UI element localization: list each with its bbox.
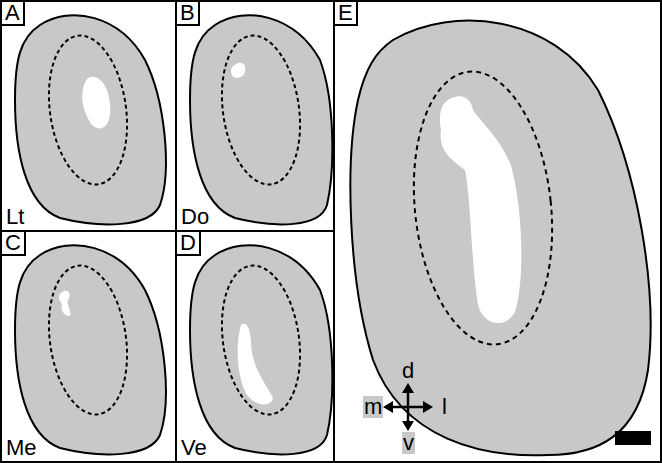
orientation-compass xyxy=(383,383,433,431)
axis-label: l xyxy=(441,396,448,418)
panel-letter: D xyxy=(177,232,201,256)
section-me xyxy=(15,245,166,454)
section-label: Me xyxy=(6,436,37,460)
section-label: Ve xyxy=(181,436,207,460)
panel-letter: A xyxy=(2,2,25,26)
section-label: Lt xyxy=(6,205,24,229)
figure-panel: E xyxy=(333,0,662,463)
panel-letter: E xyxy=(335,2,358,26)
figure-panel: B Do xyxy=(175,0,335,232)
figure-panel: C Me xyxy=(0,230,177,463)
scale-bar xyxy=(615,431,651,445)
section-lt xyxy=(15,15,166,224)
axis-label: d xyxy=(401,360,415,382)
section-label: Do xyxy=(181,205,209,229)
panel-letter: C xyxy=(2,232,26,256)
figure-panel: D Ve xyxy=(175,230,335,463)
axis-label: v xyxy=(402,432,415,454)
section-do xyxy=(190,15,332,224)
figure-panel: A Lt xyxy=(0,0,177,232)
axis-label: m xyxy=(363,396,383,418)
section-enlarged xyxy=(350,21,650,456)
section-ve xyxy=(190,245,332,454)
panel-letter: B xyxy=(177,2,200,26)
